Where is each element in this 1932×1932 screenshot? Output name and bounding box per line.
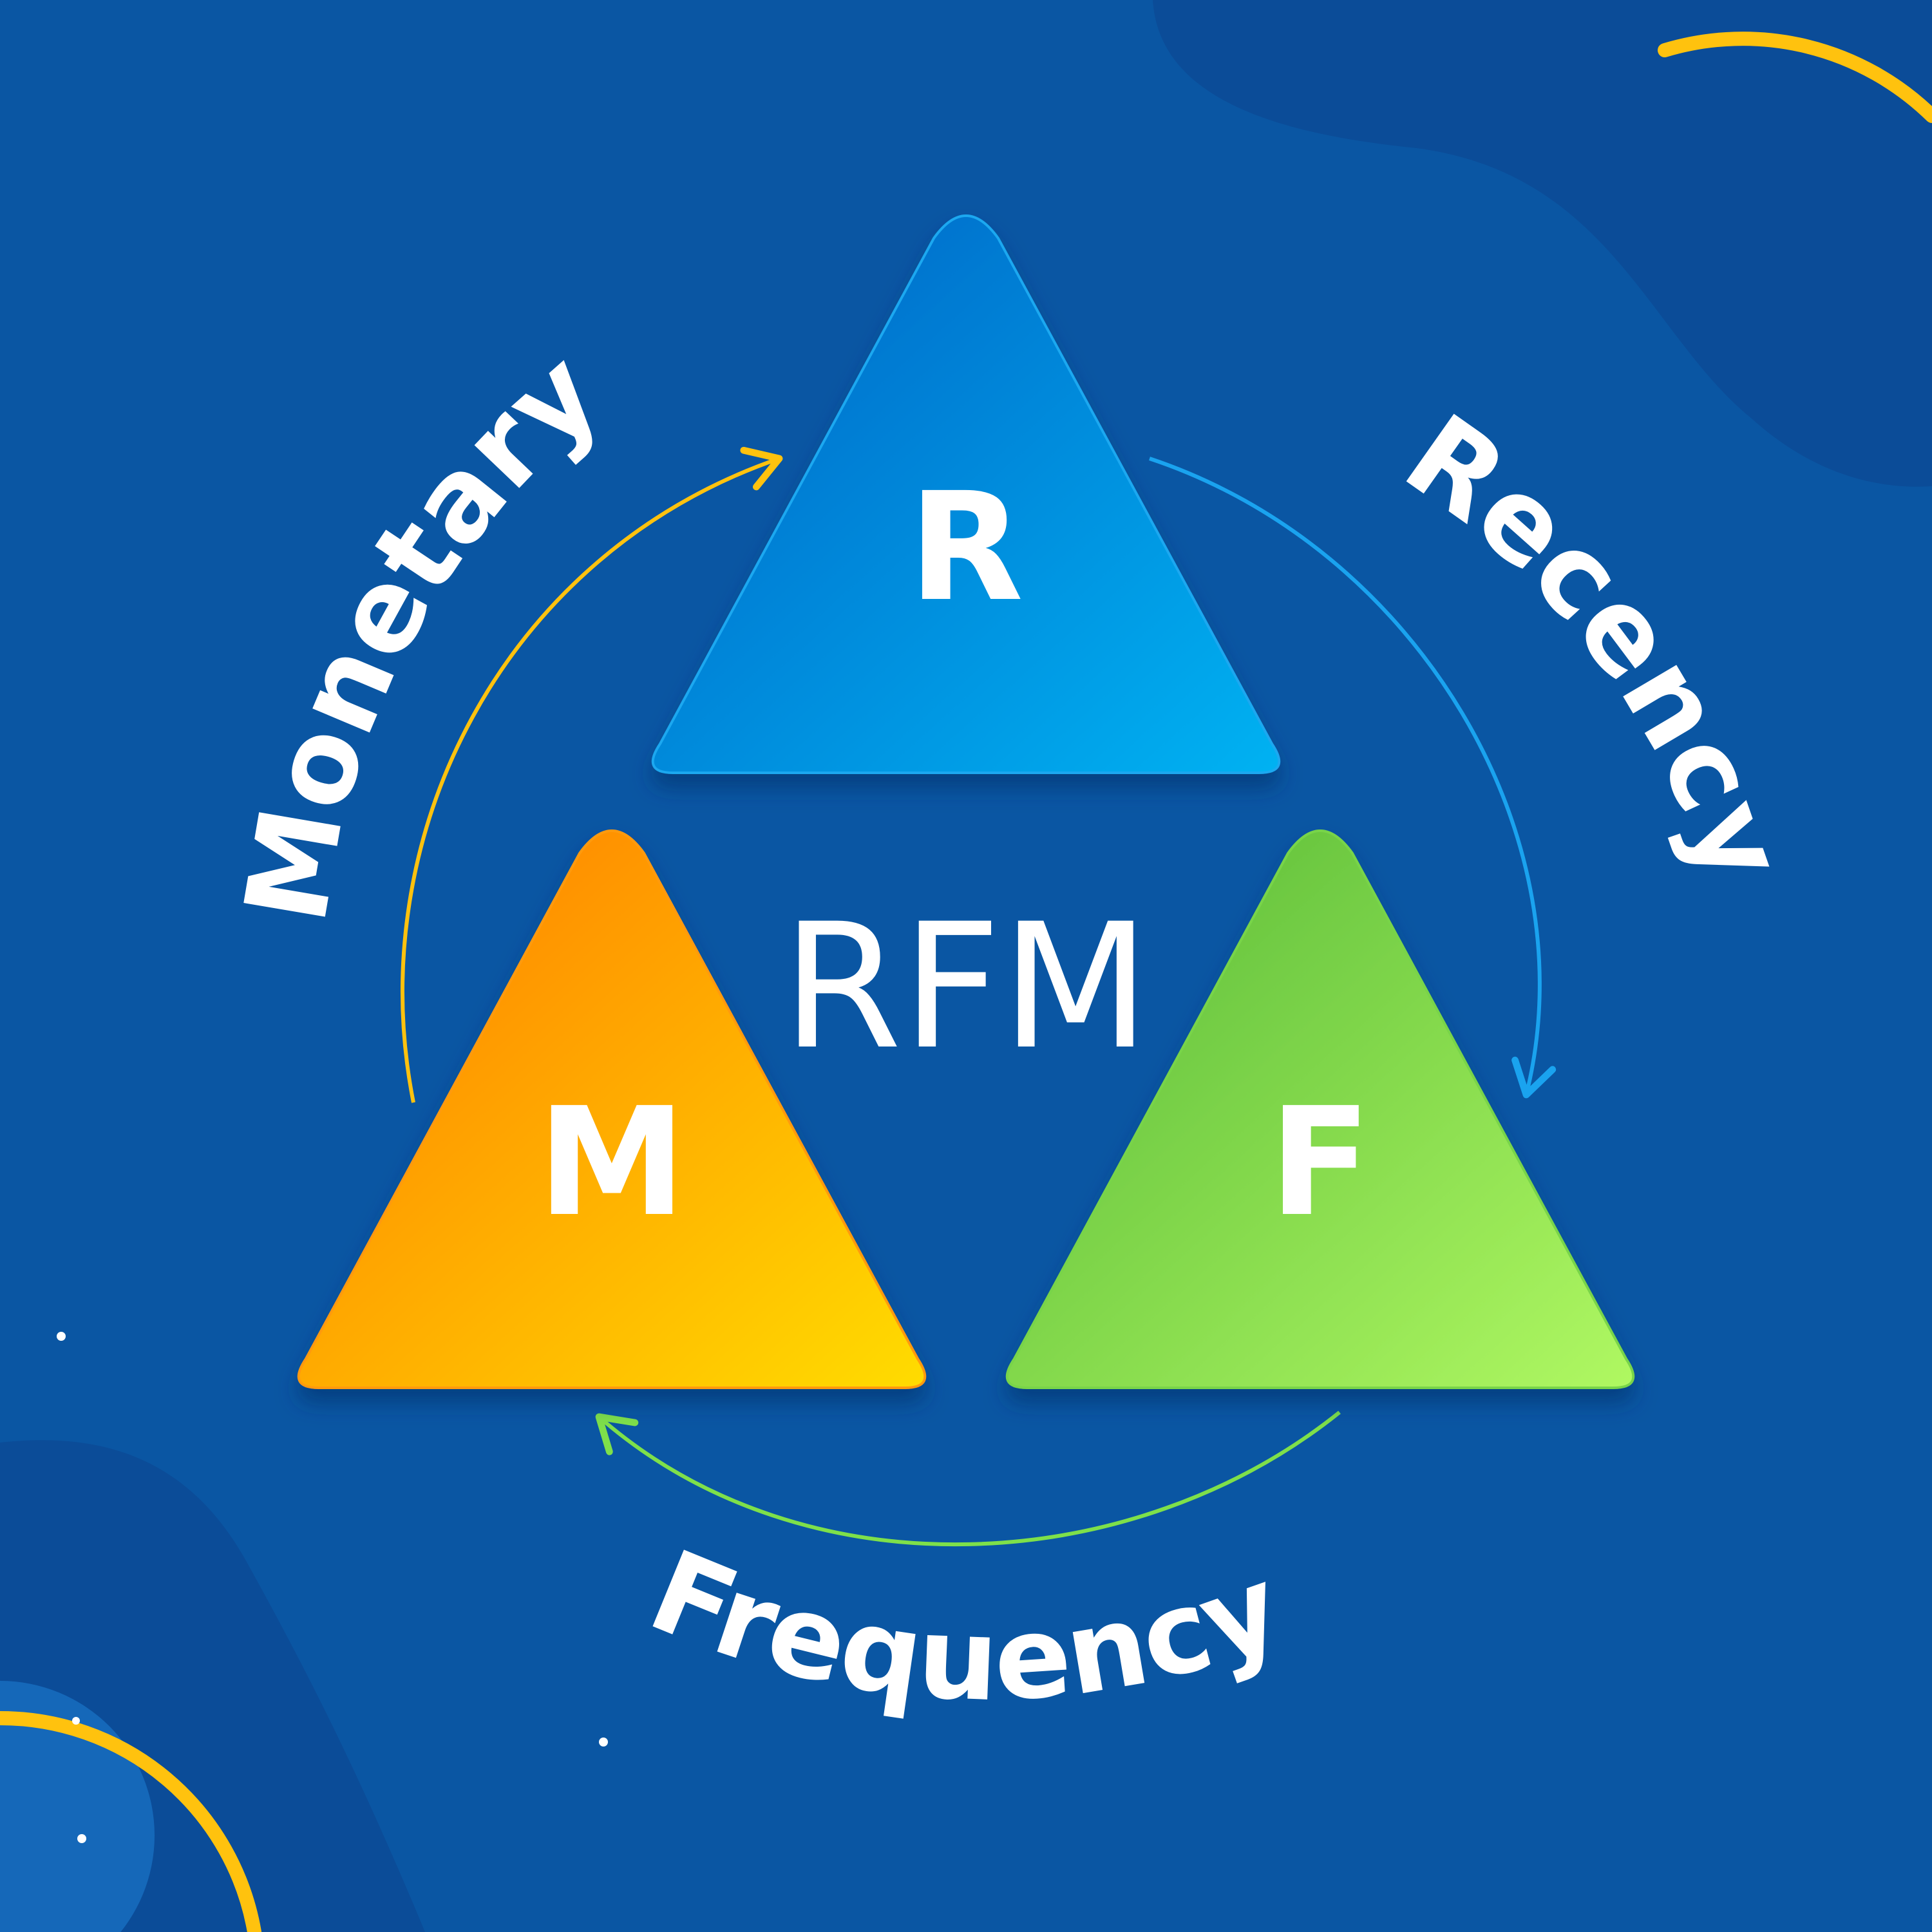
frequency-letter: F (1269, 1075, 1371, 1249)
accent-ring-top-right (1658, 32, 1932, 123)
monetary-triangle (297, 829, 927, 1389)
monetary-letter: M (538, 1075, 687, 1249)
sparkle-dot (57, 1332, 66, 1341)
center-title: RFM (782, 887, 1150, 1088)
arrow-monetary-to-recency (401, 446, 783, 1103)
arrow-frequency-to-monetary (595, 1410, 1341, 1547)
sparkle-dot (77, 1834, 86, 1843)
recency-letter: R (909, 460, 1024, 634)
background-wave-top-right (1153, 0, 1932, 487)
arrow-recency-to-frequency (1149, 457, 1557, 1099)
frequency-triangle (1005, 829, 1635, 1389)
sparkle-dot (599, 1738, 608, 1747)
sparkle-dot (72, 1717, 80, 1725)
recency-triangle (651, 214, 1281, 774)
accent-ring-bottom-left (0, 1710, 261, 1932)
